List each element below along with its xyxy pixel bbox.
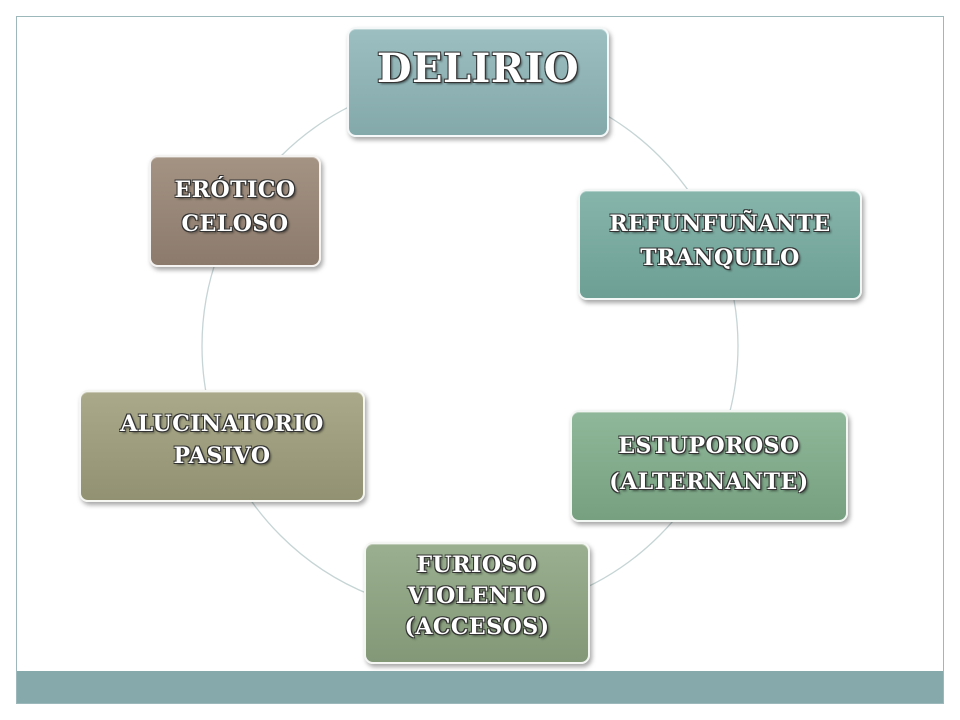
node-estuporoso: ESTUPOROSO (ALTERNANTE) bbox=[570, 410, 848, 522]
node-alucinatorio-line-2: PASIVO bbox=[173, 443, 271, 469]
node-erotico-line-2: CELOSO bbox=[181, 211, 289, 237]
node-alucinatorio-line-1: ALUCINATORIO bbox=[120, 411, 324, 437]
node-furioso-line-3: (ACCESOS) bbox=[404, 614, 550, 640]
footer-band bbox=[17, 671, 943, 703]
node-erotico-line-1: ERÓTICO bbox=[174, 177, 296, 203]
node-refunfunante: REFUNFUÑANTE TRANQUILO bbox=[578, 189, 862, 300]
node-erotico: ERÓTICO CELOSO bbox=[149, 155, 321, 267]
node-furioso: FURIOSO VIOLENTO (ACCESOS) bbox=[364, 542, 590, 664]
node-estuporoso-line-2: (ALTERNANTE) bbox=[609, 469, 809, 495]
node-furioso-line-2: VIOLENTO bbox=[407, 583, 547, 609]
node-furioso-line-1: FURIOSO bbox=[416, 552, 538, 578]
node-refunfunante-line-2: TRANQUILO bbox=[640, 245, 800, 271]
node-alucinatorio: ALUCINATORIO PASIVO bbox=[79, 390, 365, 502]
node-delirio: DELIRIO bbox=[347, 27, 609, 137]
node-delirio-line-1: DELIRIO bbox=[376, 45, 580, 92]
node-refunfunante-line-1: REFUNFUÑANTE bbox=[609, 211, 831, 237]
node-estuporoso-line-1: ESTUPOROSO bbox=[618, 433, 800, 459]
